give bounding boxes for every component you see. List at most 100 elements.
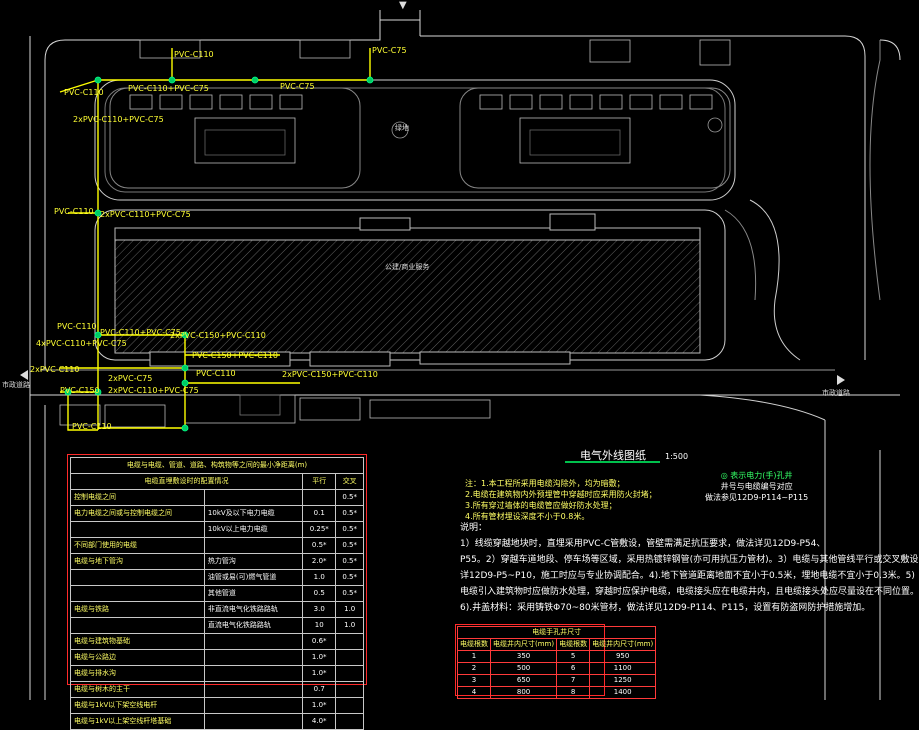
cable-label: PVC-C110 (64, 88, 104, 97)
spec-table-cell: 热力管沟 (203, 553, 304, 570)
small-note: 注：1.本工程所采用电缆沟除外，均为暗敷； (465, 479, 625, 488)
spec-table-cell (335, 697, 364, 714)
cable-label: PVC-C150 (60, 386, 100, 395)
cable-label: PVC-C150+PVC-C110 (192, 351, 278, 360)
cable-label: PVC-C110 (57, 322, 97, 331)
well-table-cell: 350 (489, 650, 558, 663)
spec-table-title: 电缆与电缆、管道、道路、构筑物等之间的最小净距离(m) (70, 457, 364, 474)
spec-table-cell (335, 649, 364, 666)
spec-table-cell: 直流电气化铁路路轨 (203, 617, 304, 634)
cable-label: 2xPVC-C110+PVC-C75 (108, 386, 199, 395)
spec-table-cell (203, 665, 304, 682)
note-line: P55。2）穿越车道地段、停车场等区域，采用热镀锌钢管(亦可用抗压力管材)。3）… (460, 555, 919, 565)
spec-table-cell: 0.5* (335, 505, 364, 522)
spec-table-cell: 0.25* (302, 521, 337, 538)
cable-label: 2xPVC-C150+PVC-C110 (282, 370, 378, 379)
spec-table-cell: 10 (302, 617, 337, 634)
well-table-cell: 500 (489, 662, 558, 675)
road-arrows (20, 370, 845, 385)
spec-table-cell (70, 617, 205, 634)
spec-table-cell: 油管或易(可)燃气管道 (203, 569, 304, 586)
spec-table-cell: 其他管道 (203, 585, 304, 602)
spec-table-cell (302, 489, 337, 506)
spec-table-cell: 控制电缆之间 (70, 489, 205, 506)
spec-table-cell: 非直流电气化铁路路轨 (203, 601, 304, 618)
cable-label: PVC-C110 (72, 422, 112, 431)
park-label: 绿地 (395, 124, 409, 132)
spec-table-cell (335, 633, 364, 650)
spec-table-cell: 1.0 (302, 569, 337, 586)
spec-table-cell (70, 521, 205, 538)
spec-table-cell: 1.0 (335, 601, 364, 618)
building-label: 公建/商业服务 (385, 263, 430, 271)
well-table-cell: 950 (589, 650, 657, 663)
cable-label: PVC-C75 (372, 46, 407, 55)
cable-label: 2xPVC-C110+PVC-C75 (100, 210, 191, 219)
spec-table-cell: 0.6* (302, 633, 337, 650)
spec-table-cell: 0.5* (335, 585, 364, 602)
spec-table-cell: 1.0* (302, 649, 337, 666)
spec-table-row: 电缆与1kV以上架空线杆塔基础 4.0* (70, 713, 364, 730)
drawing-title: 电气外线图纸 (580, 449, 646, 462)
spec-table-cell: 10kV及以下电力电缆 (203, 505, 304, 522)
spec-table-cell: 2.0* (302, 553, 337, 570)
main-building (94, 209, 726, 367)
left-road-label: 市政道路 (2, 381, 30, 389)
spec-table-cell: 0.7 (302, 681, 337, 698)
spec-table-cell: 0.5* (302, 537, 337, 554)
well-table-cell: 4 (457, 686, 491, 699)
cable-label: PVC-C110+PVC-C75 (100, 328, 181, 337)
well-col-header: 电缆根数 (556, 638, 591, 651)
spec-table-cell (203, 697, 304, 714)
small-note: 2.电缆在建筑物内外预埋管中穿越时应采用防火封堵； (465, 490, 657, 499)
spec-table-cell (203, 649, 304, 666)
spec-table-cell (203, 713, 304, 730)
cable-label: 2xPVC-C75 (108, 374, 153, 383)
cable-label: PVC-C75 (280, 82, 315, 91)
spec-table-cell: 0.5* (335, 569, 364, 586)
spec-table-cell: 电缆与树木的主干 (70, 681, 205, 698)
well-col-header: 电缆根数 (457, 638, 491, 651)
well-table-cell: 2 (457, 662, 491, 675)
legend-line: 井号与电缆编号对应 (720, 482, 793, 491)
spec-table-cell: 0.5* (335, 537, 364, 554)
spec-table-cell (335, 713, 364, 730)
spec-table-cell (335, 681, 364, 698)
well-table-cell: 1250 (589, 674, 657, 687)
spec-col-header: 平行 (302, 473, 337, 490)
notes-title: 说明： (460, 523, 488, 533)
right-road-label: 市政道路 (822, 389, 850, 397)
drawing-scale: 1:500 (665, 452, 689, 461)
spec-table-cell (203, 633, 304, 650)
spec-table-cell: 0.1 (302, 505, 337, 522)
spec-table-cell (203, 537, 304, 554)
cable-label: PVC-C110 (54, 207, 94, 216)
spec-table-cell: 0.5* (335, 521, 364, 538)
spec-table-cell (70, 585, 205, 602)
well-table-cell: 1100 (589, 662, 657, 675)
well-col-header: 电缆井内尺寸(mm) (489, 638, 558, 651)
spec-table-cell (203, 681, 304, 698)
note-line: 1）线缆穿越地块时，直埋采用PVC-C管敷设，管壁需满足抗压要求，做法详见12D… (460, 539, 826, 549)
well-col-header: 电缆井内尺寸(mm) (589, 638, 657, 651)
spec-table-cell: 电缆与排水沟 (70, 665, 205, 682)
well-table: 电缆手孔井尺寸 电缆根数 电缆井内尺寸(mm) 电缆根数 电缆井内尺寸(mm) … (456, 626, 657, 699)
spec-table-cell: 4.0* (302, 713, 337, 730)
spec-col-header: 电缆直埋敷设时的配置情况 (69, 473, 304, 490)
spec-table-cell: 1.0* (302, 697, 337, 714)
legend-line: ◎ 表示电力(手)孔井 (720, 471, 793, 480)
spec-table-cell: 电缆与1kV以上架空线杆塔基础 (70, 713, 205, 730)
